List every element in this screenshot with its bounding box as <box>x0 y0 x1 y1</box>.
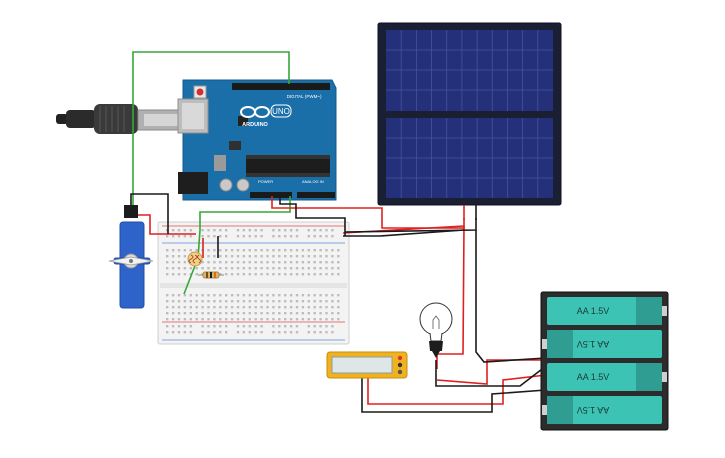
battery-label: AA 1.5V <box>577 405 610 415</box>
battery-label: AA 1.5V <box>577 372 610 382</box>
resistor <box>198 271 224 279</box>
battery-cell: AA 1.5V <box>547 363 667 391</box>
solar-cell-gridlines <box>386 30 553 198</box>
arduino-power-label: POWER <box>258 179 273 184</box>
light-bulb <box>419 302 453 358</box>
battery-cell: AA 1.5V <box>542 330 662 358</box>
solar-panel <box>377 22 562 220</box>
battery-label: AA 1.5V <box>577 306 610 316</box>
arduino-digital-label: DIGITAL (PWM~) <box>287 94 322 99</box>
multimeter <box>326 351 408 379</box>
breadboard <box>157 221 350 345</box>
arduino-analog-label: ANALOG IN <box>302 179 324 184</box>
arduino-brand-text: ARDUINO <box>242 122 268 128</box>
battery-label: AA 1.5V <box>577 339 610 349</box>
black-wires <box>130 193 547 413</box>
servo-motor <box>108 205 154 309</box>
arduino-model-text: UNO <box>272 107 290 116</box>
battery-cell: AA 1.5V <box>542 396 662 424</box>
battery-cell: AA 1.5V <box>547 297 667 325</box>
arduino-uno-board: ARDUINO UNO DIGITAL (PWM~) POWER ANALOG … <box>177 79 337 201</box>
photoresistor <box>187 251 203 267</box>
usb-cable <box>56 104 191 134</box>
battery-pack: AA 1.5V AA 1.5V AA 1.5V AA 1.5V <box>540 291 669 431</box>
